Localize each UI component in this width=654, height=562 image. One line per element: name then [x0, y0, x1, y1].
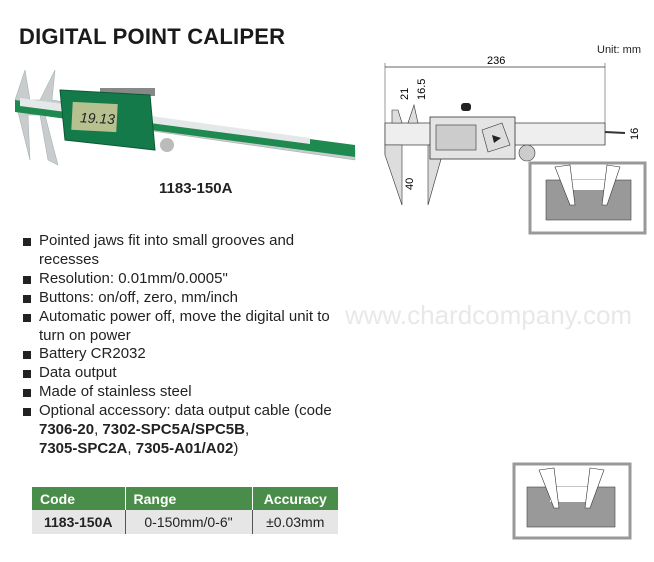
feature-item: Data output — [22, 364, 332, 383]
header-code: Code — [32, 487, 126, 510]
header-accuracy: Accuracy — [252, 487, 338, 510]
cell-range: 0-150mm/0-6" — [125, 510, 253, 534]
feature-item: Made of stainless steel — [22, 383, 332, 402]
table-header-row: Code Range Accuracy — [32, 487, 338, 510]
separator: , — [94, 421, 103, 439]
accessory-code: 7306-20 — [39, 421, 95, 439]
display-reading: 19.13 — [80, 109, 116, 127]
page-title: DIGITAL POINT CALIPER — [19, 24, 286, 49]
accessory-code: 7305-A01/A02 — [135, 439, 234, 457]
groove-inset-drawing — [512, 462, 632, 540]
feature-item: Resolution: 0.01mm/0.0005" — [22, 270, 332, 289]
dim-40: 40 — [404, 178, 416, 190]
dim-16: 16 — [629, 128, 641, 140]
dim-21: 21 — [399, 88, 411, 100]
feature-item: Automatic power off, move the digital un… — [22, 308, 332, 346]
separator: , — [127, 439, 136, 457]
feature-item: Optional accessory: data output cable (c… — [22, 402, 332, 459]
unit-label: Unit: mm — [597, 44, 641, 56]
spec-table: Code Range Accuracy 1183-150A 0-150mm/0-… — [32, 487, 338, 534]
feature-item: Buttons: on/off, zero, mm/inch — [22, 289, 332, 308]
accessory-code: 7305-SPC2A — [39, 439, 128, 457]
table-row: 1183-150A 0-150mm/0-6" ±0.03mm — [32, 510, 338, 534]
dim-length: 236 — [487, 55, 505, 67]
model-label: 1183-150A — [159, 180, 233, 197]
feature-text: ) — [233, 439, 239, 457]
dim-16-5: 16.5 — [416, 79, 428, 100]
dimension-drawing: 236 21 16.5 40 16 — [384, 55, 647, 235]
feature-text: Optional accessory: data output cable (c… — [39, 402, 332, 420]
watermark: www.chardcompany.com — [345, 300, 633, 330]
caliper-photo: 19.13 — [14, 69, 356, 166]
accessory-code: 7302-SPC5A/SPC5B — [102, 421, 245, 439]
cell-code: 1183-150A — [32, 510, 126, 534]
feature-list: Pointed jaws fit into small grooves and … — [22, 232, 332, 459]
header-range: Range — [125, 487, 253, 510]
feature-item: Pointed jaws fit into small grooves and … — [22, 232, 332, 270]
separator: , — [244, 421, 250, 439]
cell-accuracy: ±0.03mm — [252, 510, 338, 534]
feature-item: Battery CR2032 — [22, 345, 332, 364]
